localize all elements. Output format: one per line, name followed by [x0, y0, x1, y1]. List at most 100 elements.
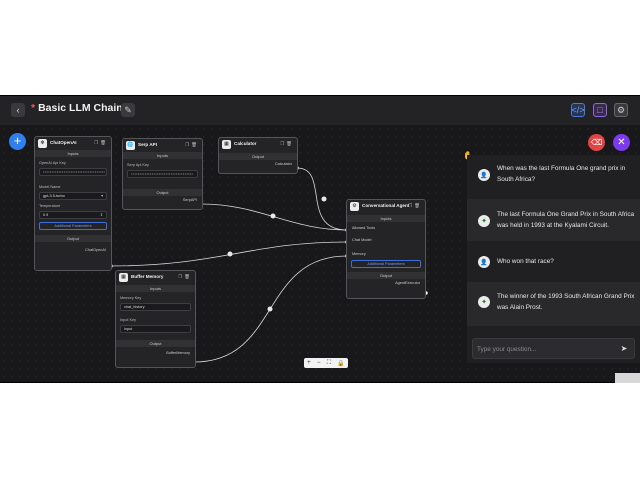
clear-chat-button[interactable]: ⌫	[588, 134, 605, 151]
zoom-out-button[interactable]: −	[316, 360, 321, 366]
node-actions: ❐🗑	[408, 203, 422, 209]
node-serpapi[interactable]: 🌐 Serp API ❐🗑 Inputs Serp Api Key ••••••…	[122, 138, 203, 210]
field-label: OpenAI Api Key	[39, 161, 66, 165]
edge-midpoint	[321, 196, 327, 202]
trash-icon[interactable]: 🗑	[184, 274, 192, 279]
chat-message-user: 👤 Who won that race?	[467, 247, 640, 277]
duplicate-icon[interactable]: ❐	[280, 141, 287, 146]
chevron-down-icon: ▾	[101, 194, 103, 198]
field-label: Serp Api Key	[127, 163, 149, 167]
close-icon: ✕	[617, 137, 626, 148]
output-label: Output	[35, 235, 111, 242]
edge-midpoint	[227, 251, 233, 257]
trash-icon[interactable]: 🗑	[286, 141, 294, 146]
output-anchor-label: ChatOpenAI	[85, 248, 106, 252]
bot-icon: ✦	[478, 296, 490, 308]
chat-message-bot: ✦ The winner of the 1993 South African G…	[467, 282, 640, 326]
node-header: ⚙ Conversational Agent ❐🗑	[347, 200, 425, 213]
node-title: Buffer Memory	[131, 274, 164, 279]
inputs-label: Inputs	[35, 150, 111, 157]
node-title: Calculator	[234, 141, 257, 146]
node-title: ChatOpenAI	[50, 140, 77, 145]
duplicate-icon[interactable]: ❐	[408, 203, 415, 208]
edge-chatopenai-agent	[109, 241, 348, 267]
edge-midpoint	[267, 306, 273, 312]
node-actions: ❐🗑	[178, 274, 192, 280]
trash-icon[interactable]: 🗑	[100, 140, 108, 145]
save-button[interactable]: □	[593, 103, 607, 117]
duplicate-icon[interactable]: ❐	[178, 274, 185, 279]
output-anchor-label: BufferMemory	[166, 351, 190, 355]
trash-icon[interactable]: 🗑	[191, 142, 199, 147]
unsaved-marker: *	[31, 102, 36, 114]
node-header: 🌐 Serp API ❐🗑	[123, 139, 202, 152]
node-chatopenai[interactable]: ✻ ChatOpenAI ❐🗑 Inputs OpenAI Api Key ••…	[34, 136, 112, 271]
output-label: Output	[123, 189, 202, 196]
message-text: The winner of the 1993 South African Gra…	[497, 293, 635, 311]
memory-icon: ▦	[119, 273, 128, 282]
send-icon: ➤	[620, 344, 628, 353]
chat-message-user: 👤 When was the last Formula One grand pr…	[467, 155, 640, 193]
model-name-select[interactable]: gpt-3.5-turbo▾	[39, 192, 107, 200]
arrow-left-icon: ‹	[16, 105, 20, 115]
pencil-icon: ✎	[124, 104, 132, 115]
node-header: ▦ Calculator ❐🗑	[219, 138, 297, 151]
zoom-in-button[interactable]: +	[307, 360, 311, 366]
page-title: *Basic LLM Chain	[31, 102, 123, 114]
temperature-input[interactable]: 0.9⇕	[39, 211, 107, 219]
node-buffer-memory[interactable]: ▦ Buffer Memory ❐🗑 Inputs Memory Key cha…	[115, 270, 196, 368]
send-button[interactable]: ➤	[619, 344, 629, 354]
allowed-tools-anchor: Allowed Tools	[352, 226, 376, 230]
inputs-label: Inputs	[347, 215, 425, 222]
field-label: Input Key	[120, 318, 137, 322]
field-label: Model Name	[39, 185, 61, 189]
node-calculator[interactable]: ▦ Calculator ❐🗑 Output Calculator	[218, 137, 298, 174]
duplicate-icon[interactable]: ❐	[94, 140, 101, 145]
plus-icon: +	[13, 133, 22, 148]
duplicate-icon[interactable]: ❐	[185, 142, 192, 147]
edit-title-button[interactable]: ✎	[121, 103, 135, 117]
openai-api-key-field[interactable]: ••••••••••••••••••••••••••••••••••••	[39, 168, 107, 176]
header-bar: ‹ *Basic LLM Chain ✎ </> □ ⚙	[0, 96, 640, 125]
settings-icon: □	[597, 105, 603, 115]
node-conversational-agent[interactable]: ⚙ Conversational Agent ❐🗑 Inputs Allowed…	[346, 199, 426, 299]
add-node-button[interactable]: +	[9, 133, 26, 150]
serp-api-key-field[interactable]: ••••••••••••••••••••••••••••••••••••	[127, 170, 198, 178]
lock-button[interactable]: 🔒	[337, 360, 345, 367]
close-chat-button[interactable]: ✕	[613, 134, 630, 151]
additional-parameters-button[interactable]: Additional Parameters	[351, 260, 421, 268]
message-text: Who won that race?	[497, 258, 554, 265]
trash-icon[interactable]: 🗑	[414, 203, 422, 208]
edge-midpoint	[270, 213, 276, 219]
node-actions: ❐🗑	[94, 140, 108, 146]
input-key-input[interactable]: input	[120, 325, 191, 333]
output-label: Output	[116, 340, 195, 347]
node-title: Serp API	[138, 142, 157, 147]
field-label: Memory Key	[120, 296, 142, 300]
api-code-button[interactable]: </>	[571, 103, 585, 117]
scrollbar-corner	[615, 373, 640, 383]
code-icon: </>	[571, 105, 585, 115]
openai-icon: ✻	[38, 139, 47, 148]
chat-message-bot: ✦ The last Formula One Grand Prix in Sou…	[467, 199, 640, 241]
additional-parameters-button[interactable]: Additional Parameters	[39, 222, 107, 230]
eraser-icon: ⌫	[590, 138, 603, 147]
output-anchor-label: AgentExecutor	[395, 281, 420, 285]
robot-icon: ⚙	[350, 202, 359, 211]
memory-key-input[interactable]: chat_history	[120, 303, 191, 311]
chat-input[interactable]	[477, 343, 617, 355]
chat-model-anchor: Chat Model	[352, 238, 372, 242]
stepper-icon[interactable]: ⇕	[99, 213, 103, 217]
chatflow-name: Basic LLM Chain	[38, 102, 123, 114]
fit-view-button[interactable]: ⛶	[326, 359, 332, 366]
output-anchor-label: Calculator	[274, 162, 292, 166]
memory-anchor: Memory	[352, 252, 366, 256]
edge-calculator-agent	[296, 167, 348, 231]
output-label: Output	[347, 272, 425, 279]
back-button[interactable]: ‹	[11, 103, 25, 117]
zoom-controls: + − ⛶ 🔒	[304, 358, 348, 368]
node-header: ✻ ChatOpenAI ❐🗑	[35, 137, 111, 150]
settings-button[interactable]: ⚙	[614, 103, 628, 117]
user-icon: 👤	[478, 169, 490, 181]
